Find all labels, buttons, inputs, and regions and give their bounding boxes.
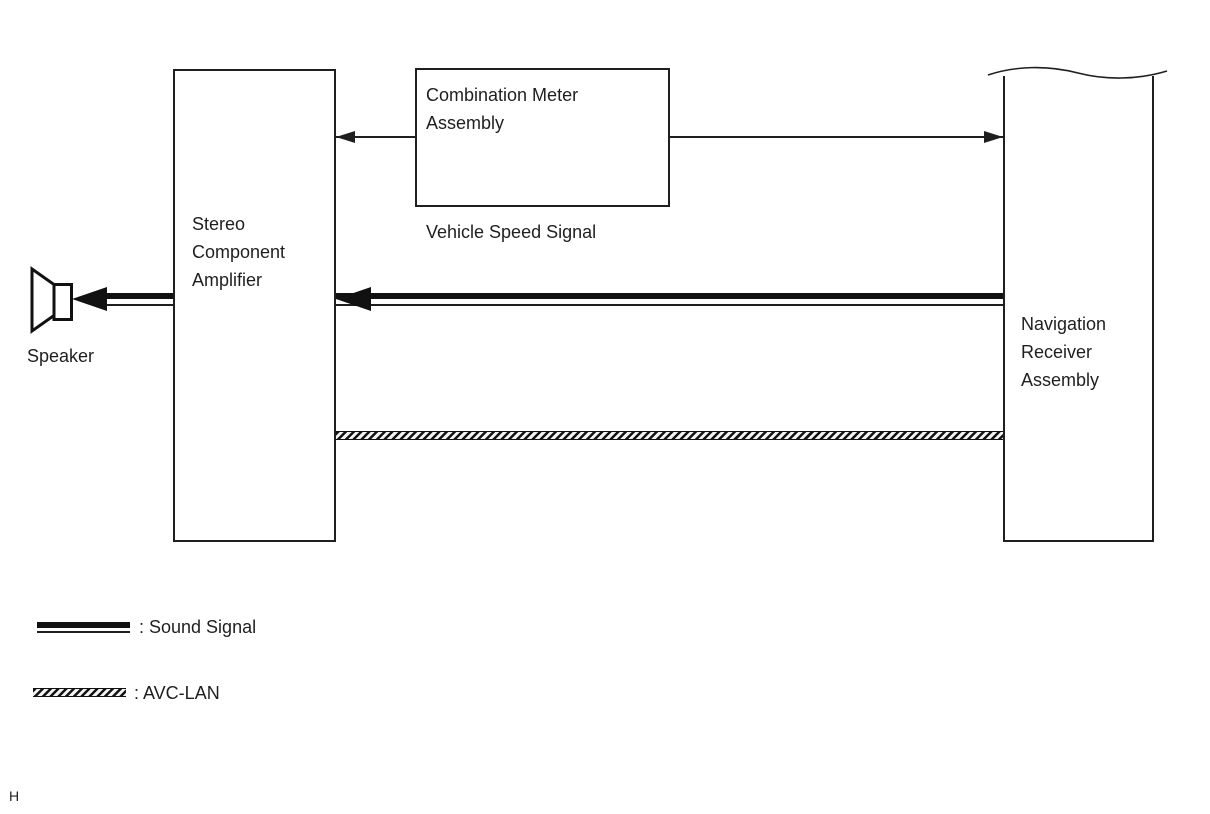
sound-signal-connector-right-thick (336, 293, 1003, 299)
combination-meter-block (415, 68, 670, 207)
avc-lan-connector (336, 431, 1003, 440)
sound-signal-connector-speaker-thin (100, 304, 173, 306)
combination-meter-label: Combination Meter Assembly (426, 81, 578, 137)
sound-signal-connector-right-thin (336, 304, 1003, 306)
navigation-receiver-label-line: Assembly (1021, 370, 1100, 390)
amplifier-label: Stereo Component Amplifier (192, 210, 285, 294)
vehicle-speed-signal-label: Vehicle Speed Signal (426, 222, 597, 242)
speaker-label: Speaker (27, 346, 95, 366)
amplifier-label-line: Component (192, 242, 286, 262)
arrowhead-left-icon (72, 287, 107, 311)
navigation-receiver-block (1003, 76, 1154, 542)
combination-meter-label-line: Combination Meter (426, 85, 579, 105)
arrowhead-right-icon (984, 131, 1003, 143)
navigation-receiver-label: Navigation Receiver Assembly (1021, 310, 1106, 394)
avc-lan-line-swatch (33, 688, 126, 697)
amplifier-label-line: Amplifier (192, 270, 263, 290)
sound-signal-legend-label: : Sound Signal (139, 617, 257, 637)
amplifier-block (173, 69, 336, 542)
sound-signal-line-swatch (37, 622, 130, 628)
amplifier-label-line: Stereo (192, 214, 246, 234)
break-wave-line (987, 66, 1168, 79)
sound-signal-line-swatch-thin (37, 631, 130, 633)
combination-meter-label-line: Assembly (426, 113, 505, 133)
navigation-receiver-label-line: Navigation (1021, 314, 1107, 334)
speaker-icon (30, 266, 73, 334)
sound-signal-connector-speaker-thick (100, 293, 173, 299)
page-marker: H (9, 788, 20, 804)
navigation-receiver-label-line: Receiver (1021, 342, 1093, 362)
arrowhead-left-icon (336, 131, 355, 143)
arrowhead-left-icon (336, 287, 371, 311)
avc-lan-legend-label: : AVC-LAN (134, 683, 220, 703)
